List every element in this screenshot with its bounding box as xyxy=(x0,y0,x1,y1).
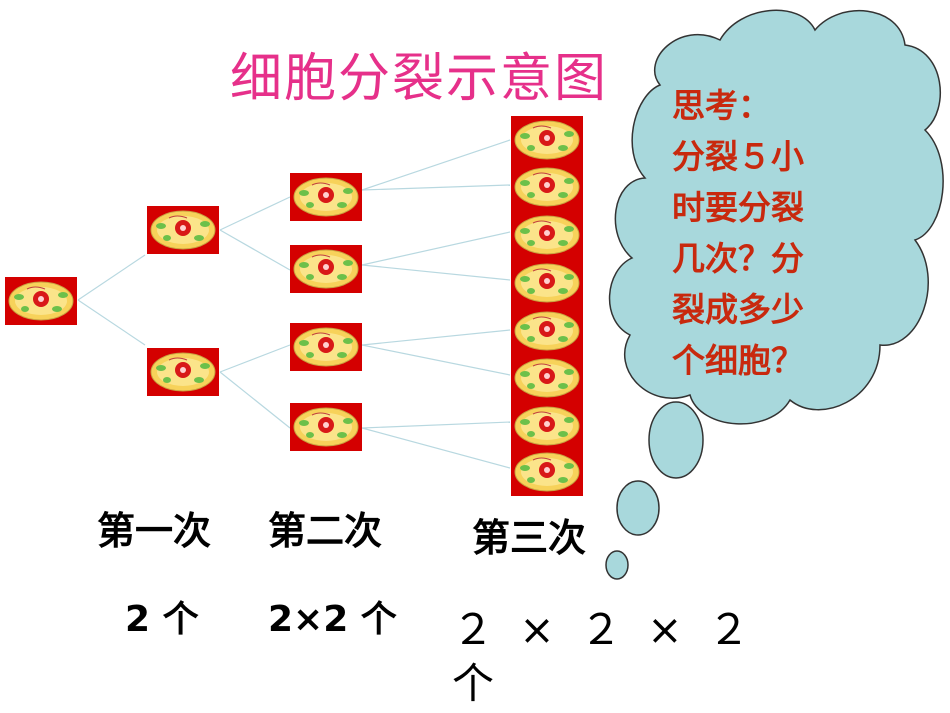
cell-gen3 xyxy=(510,306,584,356)
generation-label-1: 第一次 xyxy=(97,509,212,553)
cell-gen3 xyxy=(510,401,584,451)
cell-gen3 xyxy=(510,210,584,260)
diagram-title: 细胞分裂示意图 xyxy=(230,49,609,109)
generation-count-3-unit: 个 xyxy=(452,659,501,708)
cell-gen1 xyxy=(146,347,220,397)
generation-count-3: ２ × ２ × ２ xyxy=(452,605,756,654)
cell-gen3 xyxy=(510,162,584,212)
cell-gen3 xyxy=(510,115,584,165)
generation-count-2: 2×2 个 xyxy=(268,599,397,640)
cell-gen1 xyxy=(146,205,220,255)
cell-gen2 xyxy=(289,322,363,372)
cell-gen3 xyxy=(510,258,584,308)
cell-gen2 xyxy=(289,402,363,452)
generation-label-3: 第三次 xyxy=(472,516,587,560)
cell-gen3 xyxy=(510,353,584,403)
cell-gen2 xyxy=(289,244,363,294)
thought-question: 思考： 分裂５小 时要分裂 几次？分 裂成多少 个细胞？ xyxy=(672,86,804,380)
cell-parent xyxy=(4,276,78,326)
cell-gen2 xyxy=(289,172,363,222)
generation-label-2: 第二次 xyxy=(268,509,383,553)
division-arrows xyxy=(77,139,511,469)
thought-cloud xyxy=(605,9,944,580)
cell-gen3 xyxy=(510,447,584,497)
generation-count-1: 2 个 xyxy=(125,599,199,640)
